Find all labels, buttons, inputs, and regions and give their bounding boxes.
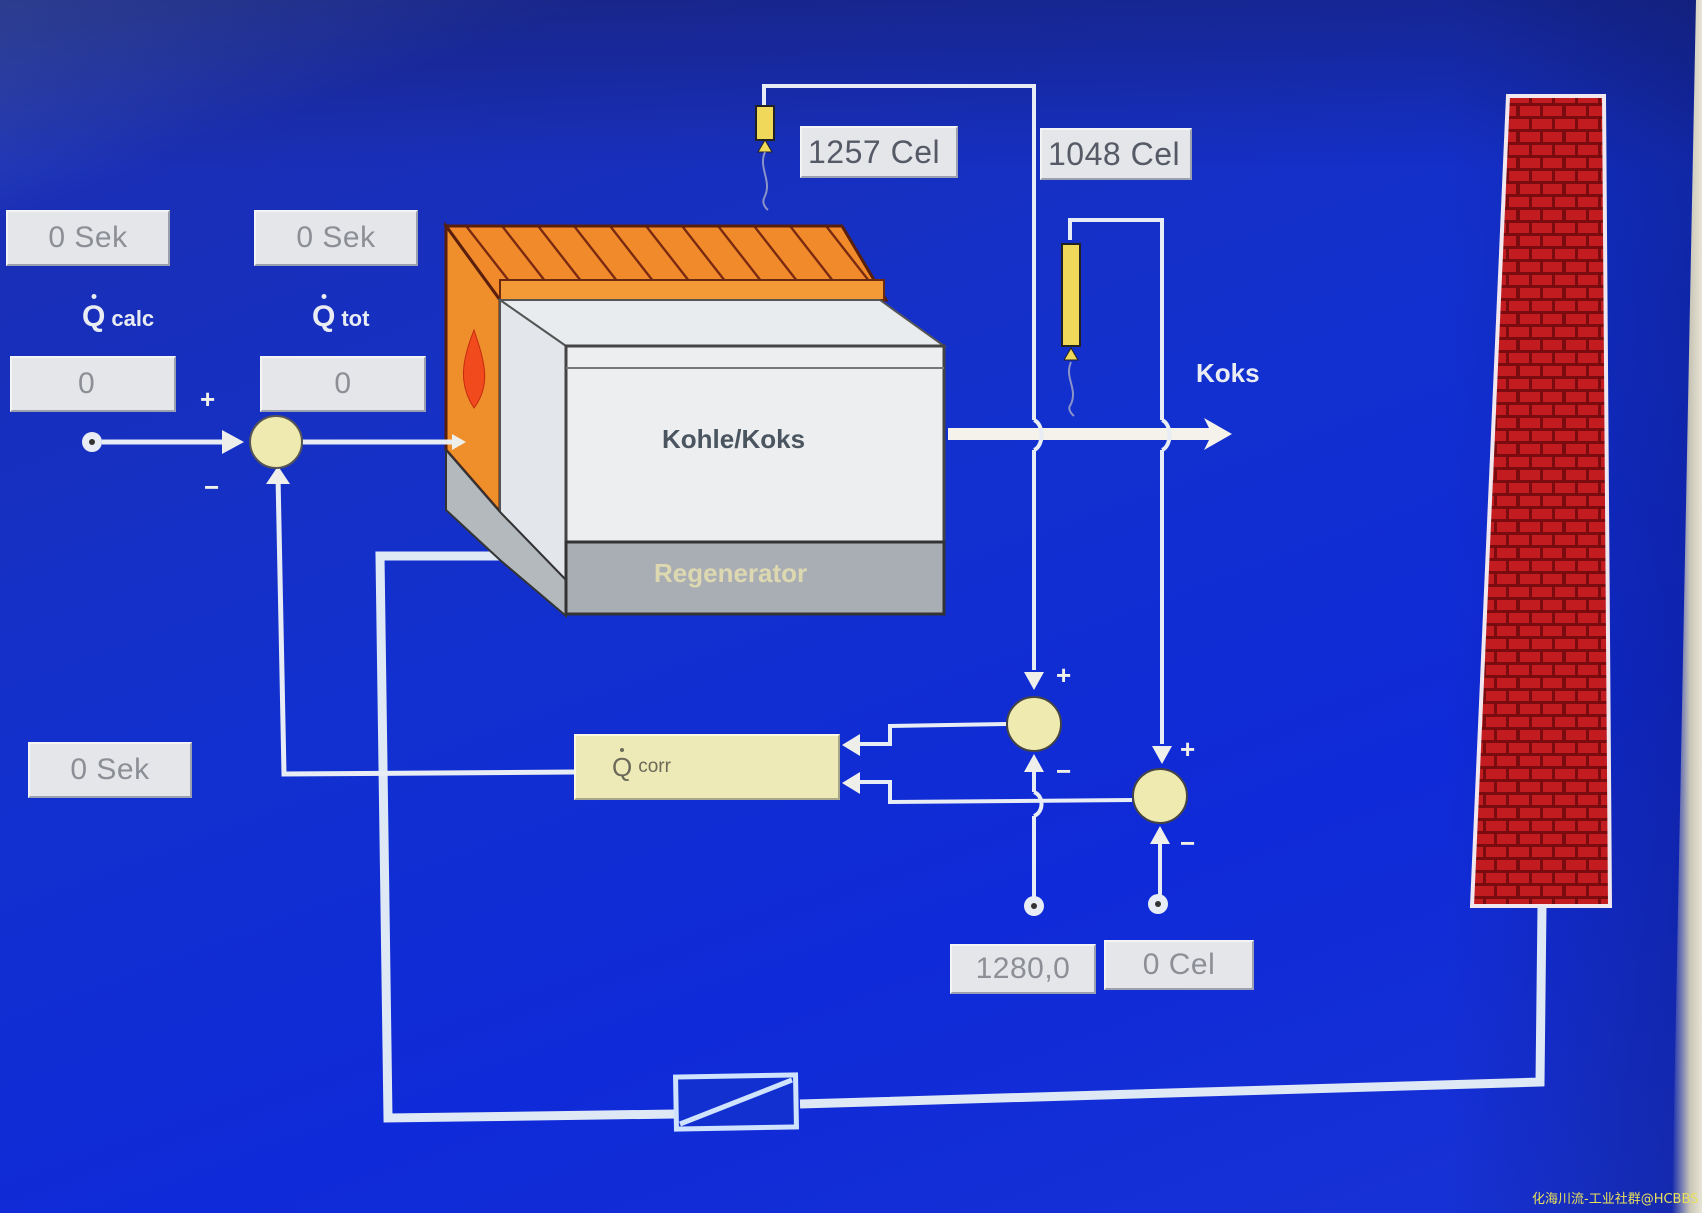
arrow-up-junction-3 xyxy=(1150,826,1170,844)
junction-3-minus: − xyxy=(1180,828,1196,858)
arrow-into-corr-1 xyxy=(842,734,860,756)
timer-display-1: 0 Sek xyxy=(6,210,170,266)
arrow-into-corr-2 xyxy=(842,772,860,794)
arrow-into-junction-3 xyxy=(1152,746,1172,764)
coke-output-label: Koks xyxy=(1196,358,1260,388)
q-tot-value: 0 xyxy=(260,356,426,412)
junction-1-plus: + xyxy=(200,384,216,414)
flue-gas-line xyxy=(375,551,1547,1123)
setpoint-input-1[interactable]: 1280,0 xyxy=(950,944,1096,994)
arrow-into-junction-1 xyxy=(222,430,244,454)
temperature-reading-1: 1257 Cel xyxy=(800,126,958,178)
thermocouple-2 xyxy=(1061,218,1164,420)
chimney xyxy=(1469,94,1613,908)
summing-junction-3 xyxy=(1132,768,1188,824)
summing-junction-1 xyxy=(249,415,303,469)
q-tot-subscript: tot xyxy=(341,306,370,331)
q-corr-subscript: corr xyxy=(638,756,671,777)
q-tot-symbol: Q xyxy=(312,300,336,333)
coke-output-arrow xyxy=(948,418,1232,450)
timer-display-2: 0 Sek xyxy=(254,210,418,266)
arrow-up-junction-1 xyxy=(266,466,290,484)
temperature-reading-2: 1048 Cel xyxy=(1040,128,1192,180)
heat-demand-line xyxy=(102,439,575,777)
q-calc-subscript: calc xyxy=(111,306,155,331)
timer-display-3: 0 Sek xyxy=(28,742,192,798)
regenerator-label: Regenerator xyxy=(654,558,808,588)
thermocouple-1 xyxy=(755,84,1036,420)
summing-junction-2 xyxy=(1006,696,1062,752)
q-calc-symbol: Q xyxy=(82,300,106,333)
setpoint-input-2[interactable]: 0 Cel xyxy=(1104,940,1254,990)
coke-oven[interactable] xyxy=(443,221,948,619)
chamber-label: Kohle/Koks xyxy=(662,424,806,454)
junction-2-plus: + xyxy=(1056,660,1072,690)
q-calc-value[interactable]: 0 xyxy=(10,356,176,412)
arrow-into-oven xyxy=(452,434,466,450)
q-corr-symbol: Q xyxy=(612,751,633,782)
junction-3-plus: + xyxy=(1180,734,1196,764)
flame-icon xyxy=(463,328,486,409)
flue-damper-icon[interactable] xyxy=(673,1072,799,1132)
watermark: 化海川流-工业社群@HCBBS xyxy=(1532,1192,1699,1207)
arrow-into-junction-2 xyxy=(1024,672,1044,690)
arrow-up-junction-2 xyxy=(1024,754,1044,772)
junction-1-minus: − xyxy=(204,472,220,502)
junction-2-minus: − xyxy=(1056,756,1072,786)
